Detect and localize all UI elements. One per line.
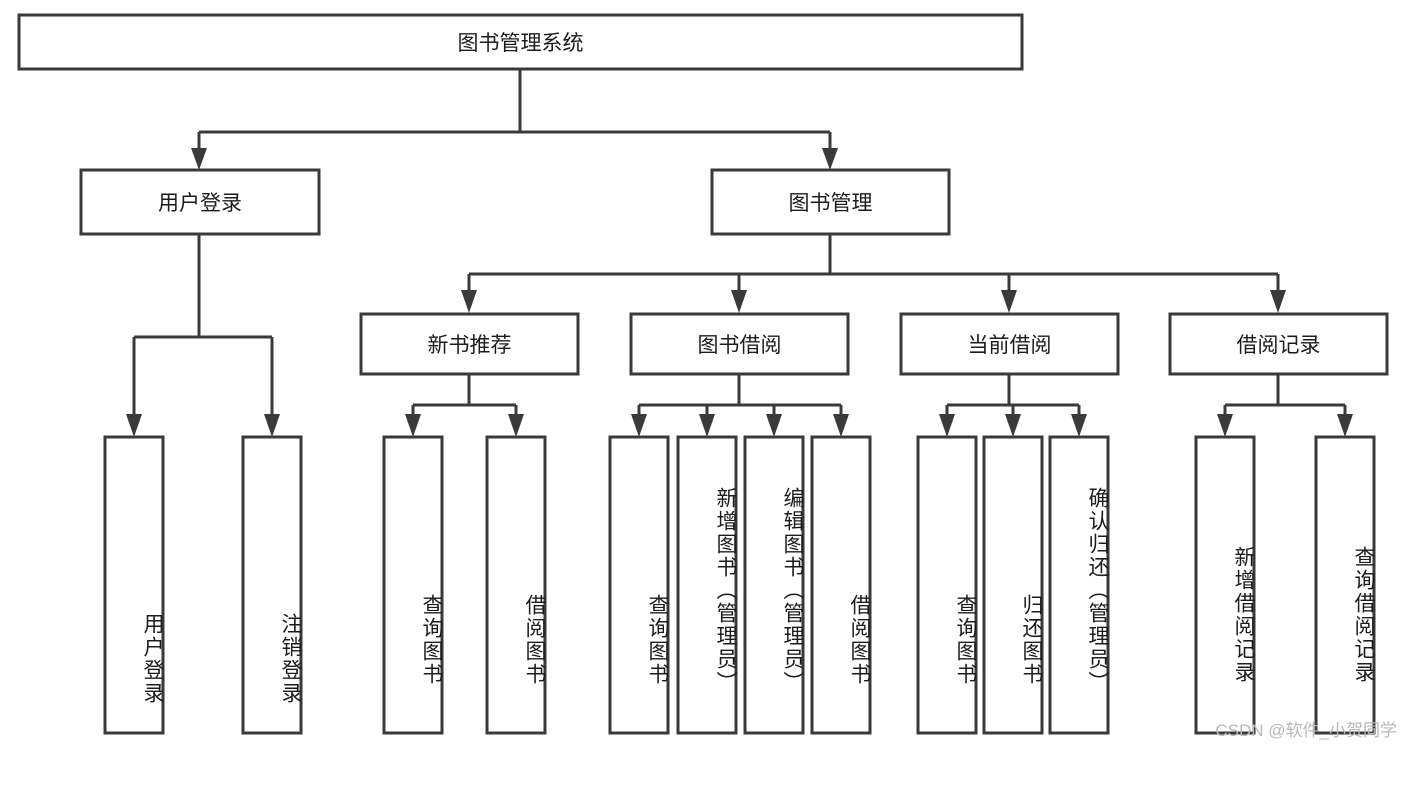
leaf-box-current-borrow-2[interactable] [1048,435,1110,735]
leaf-box-new-book-recommend-0[interactable] [382,435,444,735]
leaf-box-user-login-1[interactable] [241,435,303,735]
leaf-box-book-borrow-3[interactable] [810,435,872,735]
arrow-head-leaf-current-borrow-1 [939,414,955,437]
connector-layer [126,69,1353,437]
node-box-layer [17,13,1389,735]
arrow-head-leaf-borrow-record-1 [1217,414,1233,437]
arrow-head-leaf-user-login-1 [126,414,142,437]
arrow-head-leaf-new-book-1 [405,414,421,437]
arrow-head-leaf-user-login-2 [264,414,280,437]
arrow-head-leaf-current-borrow-3 [1071,414,1087,437]
arrow-head-leaf-current-borrow-2 [1005,414,1021,437]
node-box-borrow-record[interactable] [1168,312,1389,376]
arrow-head-leaf-book-borrow-3 [766,414,782,437]
arrow-head-leaf-book-borrow-4 [833,414,849,437]
node-box-new-book-recommend[interactable] [359,312,580,376]
leaf-box-borrow-record-0[interactable] [1194,435,1256,735]
node-box-book-management[interactable] [710,168,951,236]
leaf-box-borrow-record-1[interactable] [1314,435,1376,735]
node-box-book-borrow[interactable] [629,312,850,376]
leaf-box-user-login-0[interactable] [103,435,165,735]
node-box-root[interactable] [17,13,1024,71]
leaf-box-new-book-recommend-1[interactable] [485,435,547,735]
arrow-head-book-borrow [731,290,747,313]
arrow-head-new-book-recommend [461,290,477,313]
hierarchy-diagram-canvas [17,13,1389,735]
arrow-head-leaf-book-borrow-1 [631,414,647,437]
arrow-head-current-borrow [1001,290,1017,313]
arrow-head-borrow-record [1270,290,1286,313]
arrow-head-book-mgmt [822,148,838,170]
leaf-box-current-borrow-0[interactable] [916,435,978,735]
leaf-box-current-borrow-1[interactable] [982,435,1044,735]
arrow-head-leaf-borrow-record-2 [1337,414,1353,437]
node-box-user-login[interactable] [79,168,321,236]
leaf-box-book-borrow-0[interactable] [608,435,670,735]
arrow-head-leaf-new-book-2 [508,414,524,437]
leaf-box-book-borrow-2[interactable] [743,435,805,735]
leaf-box-book-borrow-1[interactable] [676,435,738,735]
arrow-head-user-login [191,148,207,170]
arrow-head-leaf-book-borrow-2 [699,414,715,437]
node-box-current-borrow[interactable] [899,312,1120,376]
